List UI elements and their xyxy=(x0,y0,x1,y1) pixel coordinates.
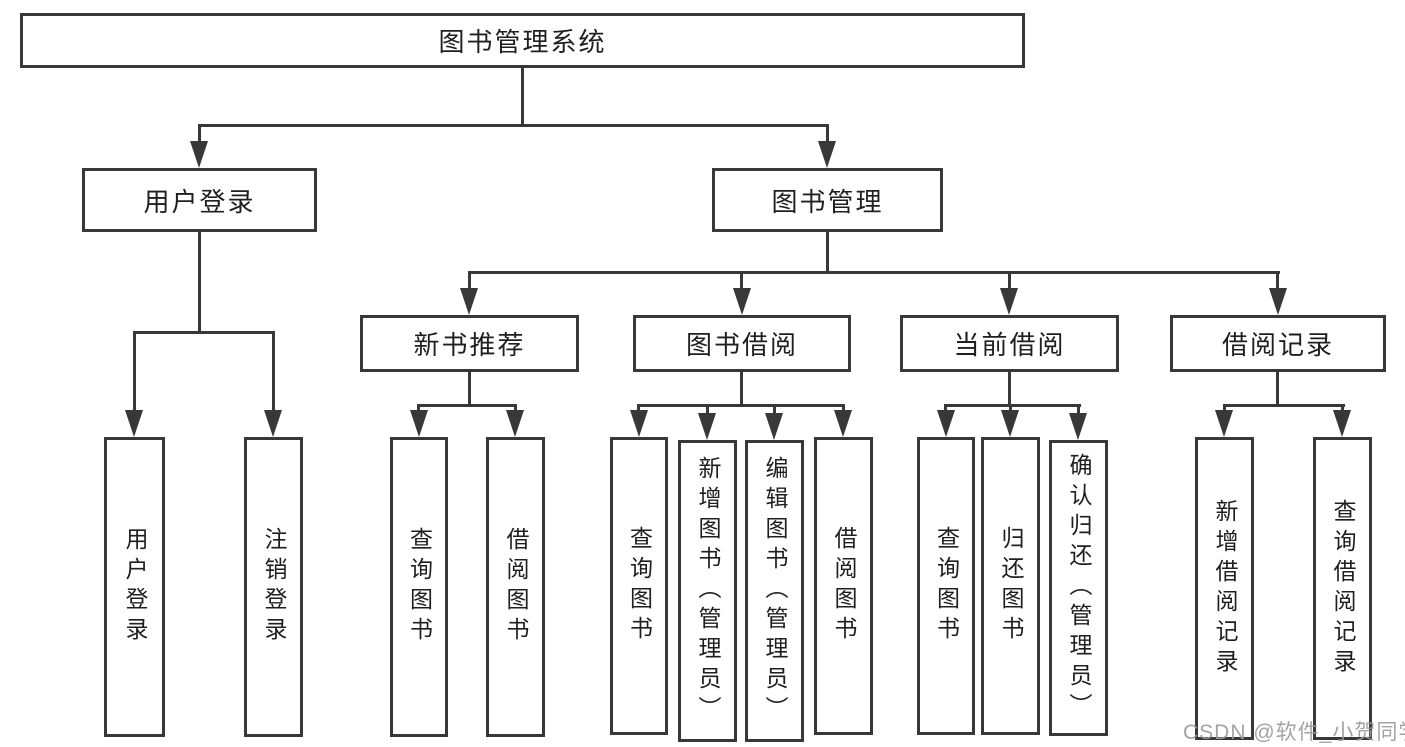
connector-line xyxy=(773,404,776,416)
connector-line xyxy=(1276,372,1279,406)
connector-line xyxy=(468,372,471,406)
connector-line xyxy=(1008,271,1011,291)
leaf-recommend-borrow-book-label: 借阅图书 xyxy=(503,527,529,647)
arrow-down-icon xyxy=(1269,288,1287,315)
arrow-down-icon xyxy=(1069,413,1087,440)
watermark: CSDN @软件_小贺同学 xyxy=(1183,721,1405,744)
arrow-down-icon xyxy=(125,410,143,437)
leaf-current-return-book: 归还图书 xyxy=(981,437,1040,735)
connector-line xyxy=(468,271,1280,274)
connector-line xyxy=(1223,404,1226,413)
node-book-borrow: 图书借阅 xyxy=(633,315,851,372)
connector-line xyxy=(740,271,743,291)
arrow-down-icon xyxy=(460,288,478,315)
node-new-book-recommend-label: 新书推荐 xyxy=(413,330,526,360)
leaf-current-query-book-label: 查询图书 xyxy=(933,526,960,646)
node-user-login: 用户登录 xyxy=(82,168,317,232)
connector-line xyxy=(826,124,829,145)
leaf-borrow-borrow-book: 借阅图书 xyxy=(814,437,873,735)
node-borrow-records-label: 借阅记录 xyxy=(1221,330,1334,360)
leaf-records-add-record: 新增借阅记录 xyxy=(1195,437,1254,740)
connector-line xyxy=(842,404,845,413)
leaf-current-return-book-label: 归还图书 xyxy=(998,526,1024,646)
leaf-current-confirm-return-admin: 确认归还（管理员） xyxy=(1049,440,1108,736)
connector-line xyxy=(637,404,845,407)
leaf-borrow-borrow-book-label: 借阅图书 xyxy=(831,526,857,646)
node-user-login-label: 用户登录 xyxy=(143,186,256,217)
arrow-down-icon xyxy=(1000,288,1018,315)
node-book-management-label: 图书管理 xyxy=(771,186,884,217)
node-root-label: 图书管理系统 xyxy=(438,27,607,57)
connector-line xyxy=(468,271,471,291)
leaf-logout-login-label: 注销登录 xyxy=(261,527,287,647)
connector-line xyxy=(514,404,517,413)
connector-line xyxy=(1009,404,1012,413)
connector-line xyxy=(1276,271,1279,291)
connector-line xyxy=(706,404,709,416)
node-current-borrow: 当前借阅 xyxy=(900,315,1119,372)
connector-line xyxy=(417,404,517,407)
leaf-borrow-edit-book-admin: 编辑图书（管理员） xyxy=(745,440,804,742)
connector-line xyxy=(272,331,275,413)
node-new-book-recommend: 新书推荐 xyxy=(360,315,579,372)
arrow-down-icon xyxy=(937,410,955,437)
arrow-down-icon xyxy=(410,410,428,437)
leaf-borrow-add-book-admin: 新增图书（管理员） xyxy=(678,440,737,742)
leaf-recommend-query-book: 查询图书 xyxy=(390,437,448,737)
connector-line xyxy=(944,404,947,413)
connector-line xyxy=(1008,372,1011,406)
leaf-records-query-record: 查询借阅记录 xyxy=(1313,437,1372,740)
connector-line xyxy=(826,232,829,273)
node-borrow-records: 借阅记录 xyxy=(1170,315,1386,372)
connector-line xyxy=(1341,404,1344,413)
connector-line xyxy=(740,372,743,406)
connector-line xyxy=(198,124,201,145)
arrow-down-icon xyxy=(190,141,208,168)
arrow-down-icon xyxy=(1215,410,1233,437)
leaf-recommend-borrow-book: 借阅图书 xyxy=(486,437,545,737)
leaf-borrow-query-book-label: 查询图书 xyxy=(626,526,653,646)
leaf-borrow-edit-book-admin-label: 编辑图书（管理员） xyxy=(762,456,788,726)
connector-line xyxy=(198,232,201,333)
connector-line xyxy=(521,68,524,126)
leaf-current-confirm-return-admin-label: 确认归还（管理员） xyxy=(1066,453,1092,723)
arrow-down-icon xyxy=(264,410,282,437)
connector-line xyxy=(637,404,640,413)
node-root: 图书管理系统 xyxy=(20,13,1025,68)
leaf-records-add-record-label: 新增借阅记录 xyxy=(1212,498,1238,679)
connector-line xyxy=(1077,404,1080,416)
arrow-down-icon xyxy=(765,413,783,440)
arrow-down-icon xyxy=(1333,410,1351,437)
arrow-down-icon xyxy=(630,410,648,437)
leaf-current-query-book: 查询图书 xyxy=(917,437,975,735)
arrow-down-icon xyxy=(818,141,836,168)
arrow-down-icon xyxy=(506,410,524,437)
connector-line xyxy=(133,331,275,334)
leaf-user-login-label: 用户登录 xyxy=(122,527,148,647)
leaf-user-login: 用户登录 xyxy=(104,437,165,737)
leaf-recommend-query-book-label: 查询图书 xyxy=(406,527,433,647)
connector-line xyxy=(1223,404,1345,407)
arrow-down-icon xyxy=(733,288,751,315)
leaf-borrow-add-book-admin-label: 新增图书（管理员） xyxy=(695,456,721,726)
leaf-records-query-record-label: 查询借阅记录 xyxy=(1330,498,1356,679)
arrow-down-icon xyxy=(698,413,716,440)
leaf-logout-login: 注销登录 xyxy=(244,437,303,737)
connector-line xyxy=(133,331,136,413)
leaf-borrow-query-book: 查询图书 xyxy=(610,437,668,735)
node-book-management: 图书管理 xyxy=(712,168,943,232)
arrow-down-icon xyxy=(1001,410,1019,437)
connector-line xyxy=(198,124,829,127)
node-current-borrow-label: 当前借阅 xyxy=(953,330,1066,360)
arrow-down-icon xyxy=(834,410,852,437)
connector-line xyxy=(417,404,420,413)
connector-line xyxy=(944,404,1081,407)
node-book-borrow-label: 图书借阅 xyxy=(685,330,798,360)
